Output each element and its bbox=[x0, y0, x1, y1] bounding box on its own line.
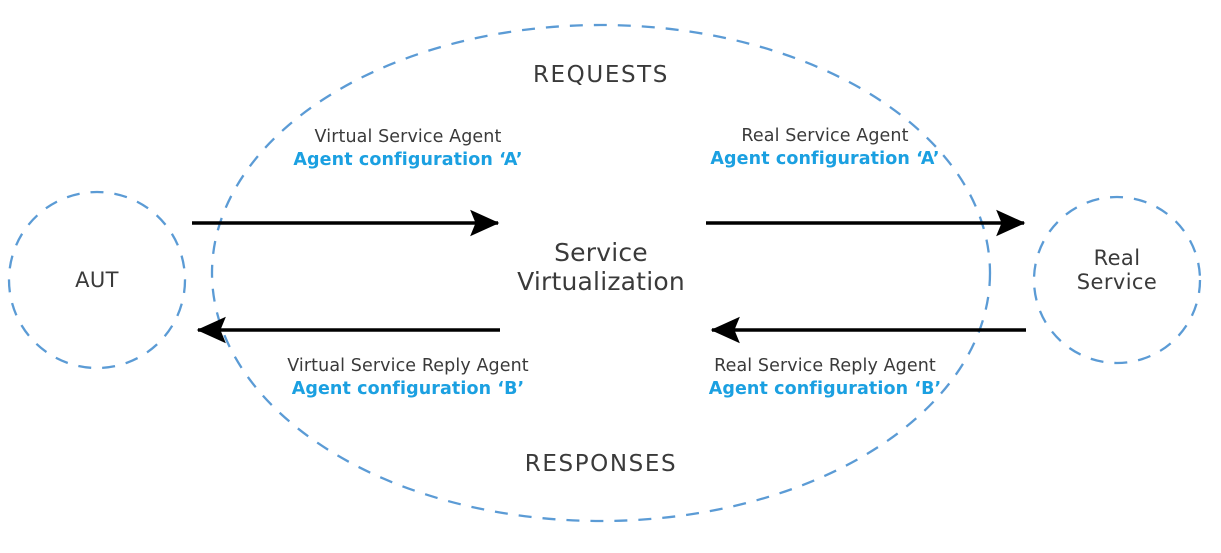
virtual-service-reply-agent-config: Agent configuration ‘B’ bbox=[291, 379, 525, 399]
virtual-service-reply-agent-block: Virtual Service Reply Agent Agent config… bbox=[263, 356, 553, 399]
service-virtualization-line2: Virtualization bbox=[517, 267, 685, 296]
service-virtualization-label: Service Virtualization bbox=[451, 238, 751, 296]
aut-node-label: AUT bbox=[75, 268, 119, 292]
real-service-agent-title: Real Service Agent bbox=[741, 126, 909, 146]
aut-node-circle bbox=[7, 190, 187, 370]
real-service-reply-agent-block: Real Service Reply Agent Agent configura… bbox=[680, 356, 970, 399]
requests-label: REQUESTS bbox=[532, 62, 670, 88]
real-service-agent-config: Agent configuration ‘A’ bbox=[710, 149, 940, 169]
virtual-service-agent-title: Virtual Service Agent bbox=[314, 127, 502, 147]
real-service-agent-block: Real Service Agent Agent configuration ‘… bbox=[680, 126, 970, 169]
responses-label: RESPONSES bbox=[524, 451, 678, 477]
real-service-reply-agent-title: Real Service Reply Agent bbox=[714, 356, 936, 376]
real-service-node-label: Real Service bbox=[1027, 246, 1207, 294]
virtual-service-reply-agent-title: Virtual Service Reply Agent bbox=[287, 356, 529, 376]
virtual-service-agent-block: Virtual Service Agent Agent configuratio… bbox=[263, 127, 553, 170]
real-service-reply-agent-config: Agent configuration ‘B’ bbox=[708, 379, 942, 399]
real-service-node-label-line1: Real bbox=[1093, 246, 1141, 270]
virtual-service-agent-config: Agent configuration ‘A’ bbox=[293, 150, 523, 170]
service-virtualization-line1: Service bbox=[554, 238, 648, 267]
service-virtualization-boundary bbox=[210, 23, 992, 523]
real-service-node-label-line2: Service bbox=[1076, 270, 1158, 294]
real-service-node-circle bbox=[1032, 195, 1202, 365]
